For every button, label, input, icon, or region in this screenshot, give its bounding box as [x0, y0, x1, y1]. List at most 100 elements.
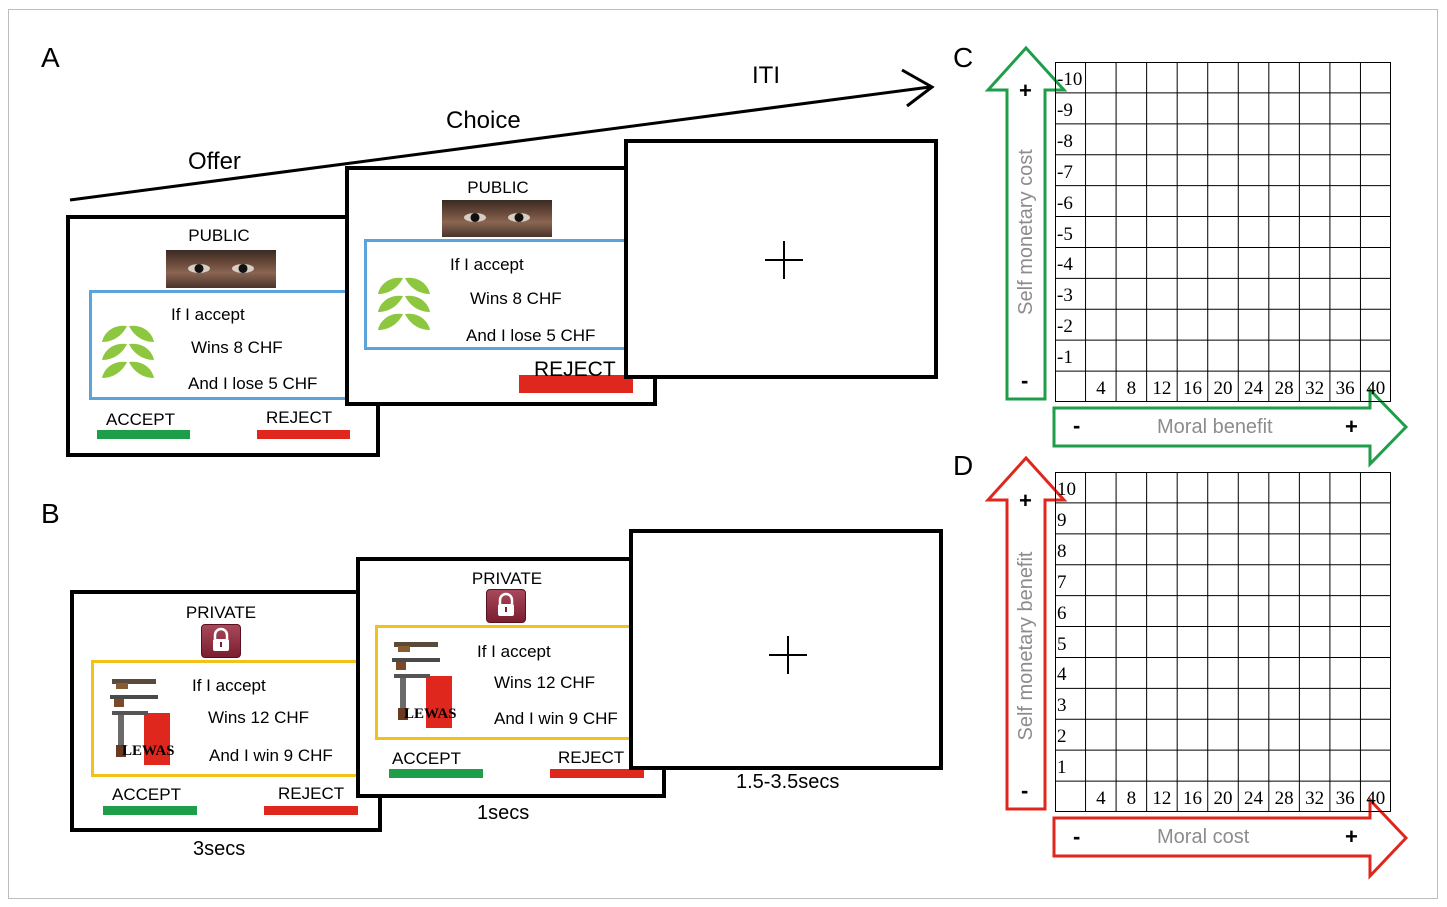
- screen-title: PUBLIC: [188, 226, 250, 245]
- offer-line-3: And I lose 5 CHF: [466, 326, 596, 345]
- y-tick-label: 9: [1057, 509, 1067, 531]
- y-tick-label: -7: [1057, 161, 1073, 183]
- x-tick-label: 16: [1182, 788, 1202, 810]
- y-tick-label: 6: [1057, 602, 1067, 624]
- accept-bar: [97, 430, 190, 439]
- timing-offer: 3secs: [193, 838, 246, 860]
- x-tick-label: 40: [1366, 378, 1386, 400]
- y-tick-label: 3: [1057, 695, 1067, 717]
- offer-line-2: Wins 12 CHF: [208, 708, 310, 727]
- y-tick-label: -8: [1057, 130, 1073, 152]
- panel-c-y-axis-label: Self monetary cost: [1015, 149, 1037, 315]
- offer-line-2: Wins 8 CHF: [191, 338, 283, 357]
- choice-screen-public: PUBLIC If I accept Wins 8 CHF And I lose…: [345, 166, 657, 406]
- offer-line-2: Wins 12 CHF: [494, 673, 596, 692]
- panel-c-x-axis-label: Moral benefit: [1157, 416, 1273, 438]
- reject-bar-selected: [519, 375, 633, 393]
- x-tick-label: 28: [1274, 378, 1294, 400]
- x-tick-label: 24: [1244, 788, 1264, 810]
- offer-line-1: If I accept: [477, 642, 551, 661]
- accept-bar: [389, 769, 483, 778]
- x-tick-label: 20: [1213, 788, 1233, 810]
- x-tick-label: 12: [1152, 378, 1172, 400]
- accept-bar: [103, 806, 197, 815]
- y-tick-label: -4: [1057, 254, 1073, 276]
- y-tick-label: -5: [1057, 223, 1073, 245]
- y-tick-label: -10: [1057, 69, 1083, 90]
- eyes-photo: [442, 200, 552, 237]
- x-tick-label: 32: [1305, 378, 1325, 400]
- panel-d-x-axis-label: Moral cost: [1157, 826, 1250, 848]
- y-tick-label: 4: [1057, 664, 1067, 686]
- timeline-label-choice: Choice: [446, 107, 521, 134]
- x-tick-label: 4: [1096, 378, 1106, 400]
- x-tick-label: 40: [1366, 788, 1386, 810]
- reject-bar: [264, 806, 358, 815]
- accept-label: ACCEPT: [106, 410, 175, 429]
- offer-line-1: If I accept: [171, 305, 245, 324]
- panel-c-y-plus: +: [1019, 78, 1032, 103]
- offer-line-1: If I accept: [192, 676, 266, 695]
- x-tick-label: 16: [1182, 378, 1202, 400]
- grid-c: [1055, 62, 1391, 402]
- eyes-photo: [166, 250, 276, 288]
- x-tick-label: 36: [1335, 378, 1355, 400]
- offer-line-3: And I win 9 CHF: [494, 709, 618, 728]
- offer-box: LEWAS If I accept Wins 12 CHF And I win …: [91, 660, 363, 777]
- panel-d-y-axis-label: Self monetary benefit: [1015, 551, 1037, 741]
- y-tick-label: -2: [1057, 316, 1073, 338]
- x-tick-label: 12: [1152, 788, 1172, 810]
- screen-title: PRIVATE: [185, 603, 257, 622]
- reject-label: REJECT: [534, 358, 616, 381]
- y-tick-label: 10: [1057, 479, 1076, 500]
- fixation-cross-icon: [765, 241, 803, 279]
- plant-logo: [378, 277, 430, 330]
- offer-box: If I accept Wins 8 CHF And I lose 5 CHF: [89, 290, 359, 400]
- svg-text:LEWAS: LEWAS: [122, 743, 175, 759]
- panel-d-x-plus: +: [1345, 824, 1358, 849]
- panel-c-y-minus: -: [1021, 368, 1029, 393]
- y-tick-label: 2: [1057, 726, 1067, 748]
- y-tick-label: 8: [1057, 540, 1067, 562]
- y-tick-label: -1: [1057, 347, 1073, 369]
- x-tick-label: 24: [1244, 378, 1264, 400]
- reject-bar: [550, 769, 644, 778]
- offer-screen-public: PUBLIC If I accept Wins 8 CHF And I lose…: [66, 215, 380, 457]
- reject-label: REJECT: [558, 748, 625, 767]
- panel-c-x-plus: +: [1345, 414, 1358, 439]
- y-tick-label: -6: [1057, 192, 1073, 214]
- x-tick-label: 4: [1096, 788, 1106, 810]
- y-tick-label: 5: [1057, 633, 1067, 655]
- panel-d-y-minus: -: [1021, 778, 1029, 803]
- plant-logo: [102, 325, 154, 378]
- offer-box: If I accept Wins 8 CHF And I lose 5 CHF: [364, 239, 634, 350]
- lock-icon: [201, 624, 241, 658]
- reject-bar: [257, 430, 350, 439]
- panel-d-y-plus: +: [1019, 488, 1032, 513]
- panel-letter-c: C: [953, 42, 974, 73]
- timeline-label-iti: ITI: [752, 62, 780, 89]
- timing-choice: 1secs: [477, 802, 530, 824]
- x-tick-label: 8: [1126, 788, 1137, 810]
- panel-letter-d: D: [953, 450, 974, 481]
- accept-label: ACCEPT: [112, 785, 181, 804]
- reject-label: REJECT: [278, 784, 345, 803]
- offer-line-1: If I accept: [450, 255, 524, 274]
- iti-screen: [629, 529, 943, 770]
- x-tick-label: 28: [1274, 788, 1294, 810]
- y-tick-label: -3: [1057, 285, 1073, 307]
- offer-box: LEWAS If I accept Wins 12 CHF And I win …: [375, 625, 647, 740]
- screen-title: PRIVATE: [471, 569, 543, 588]
- panel-letter-a: A: [41, 42, 60, 73]
- offer-screen-private: PRIVATE LEWAS If I accept Wins 12 CHF An…: [70, 590, 382, 832]
- svg-text:LEWAS: LEWAS: [404, 706, 457, 722]
- x-tick-label: 32: [1305, 788, 1325, 810]
- choice-screen-private: PRIVATE LEWAS If I accept Wins 12 CHF An…: [356, 557, 666, 798]
- x-tick-label: 8: [1126, 378, 1137, 400]
- offer-line-3: And I win 9 CHF: [209, 746, 333, 765]
- panel-letter-b: B: [41, 498, 60, 529]
- weapon-image: LEWAS: [108, 673, 178, 765]
- y-tick-label: 7: [1057, 571, 1067, 593]
- panel-d-x-minus: -: [1073, 824, 1081, 849]
